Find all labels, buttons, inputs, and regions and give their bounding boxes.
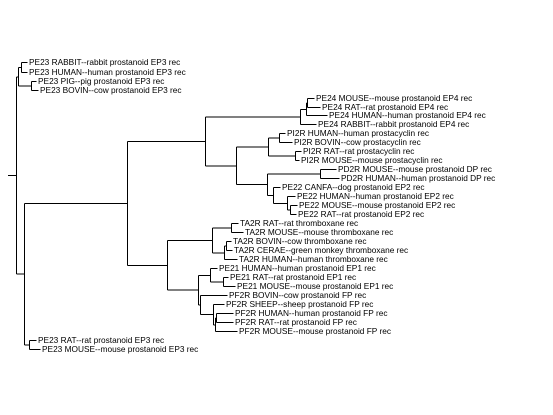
leaf-label-pf2r-bovin: PF2R BOVIN--cow prostanoid FP rec (229, 290, 366, 300)
tree-leaf-labels: PE23 RABBIT--rabbit prostanoid EP3 recPE… (29, 57, 495, 354)
leaf-label-pe22-human: PE22 HUMAN--human prostanoid EP2 rec (297, 191, 454, 201)
leaf-label-pd2r-mouse: PD2R MOUSE--mouse prostanoid DP rec (338, 164, 492, 174)
leaf-label-pe21-human: PE21 HUMAN--human prostanoid EP1 rec (219, 263, 376, 273)
leaf-label-pe22-canfa: PE22 CANFA--dog prostanoid EP2 rec (282, 182, 425, 192)
leaf-label-pe21-mouse: PE21 MOUSE--mouse prostanoid EP1 rec (237, 281, 393, 291)
leaf-label-ta2r-human: TA2R HUMAN--human thromboxane rec (239, 254, 388, 264)
leaf-label-pi2r-bovin: PI2R BOVIN--cow prostacyclin rec (294, 137, 421, 147)
leaf-label-pe24-mouse: PE24 MOUSE--mouse prostanoid EP4 rec (316, 93, 472, 103)
leaf-label-pe24-human: PE24 HUMAN--human prostanoid EP4 rec (329, 110, 486, 120)
leaf-label-pi2r-human: PI2R HUMAN--human prostacyclin rec (287, 128, 429, 138)
leaf-label-pe22-rat: PE22 RAT--rat prostanoid EP2 rec (298, 209, 424, 219)
leaf-label-pe22-mouse: PE22 MOUSE--mouse prostanoid EP2 rec (299, 200, 455, 210)
leaf-label-pf2r-sheep: PF2R SHEEP--sheep prostanoid FP rec (226, 299, 373, 309)
leaf-label-ta2r-cerae: TA2R CERAE--green monkey thromboxane rec (234, 245, 408, 255)
leaf-label-pe24-rabbit: PE24 RABBIT--rabbit prostanoid EP4 rec (318, 119, 469, 129)
leaf-label-pi2r-rat: PI2R RAT--rat prostacyclin rec (303, 146, 414, 156)
leaf-label-pe23-rabbit: PE23 RABBIT--rabbit prostanoid EP3 rec (29, 57, 180, 67)
leaf-label-pe21-rat: PE21 RAT--rat prostanoid EP1 rec (230, 272, 356, 282)
leaf-label-pe23-human: PE23 HUMAN--human prostanoid EP3 rec (29, 67, 186, 77)
leaf-label-pd2r-human: PD2R HUMAN--human prostanoid DP rec (341, 173, 495, 183)
leaf-label-pf2r-mouse: PF2R MOUSE--mouse prostanoid FP rec (239, 326, 391, 336)
leaf-label-ta2r-mouse: TA2R MOUSE--mouse thromboxane rec (245, 227, 393, 237)
leaf-label-pe24-rat: PE24 RAT--rat prostanoid EP4 rec (322, 102, 448, 112)
leaf-label-pe23-mouse: PE23 MOUSE--mouse prostanoid EP3 rec (42, 344, 198, 354)
leaf-label-pf2r-human: PF2R HUMAN--human prostanoid FP rec (235, 308, 387, 318)
leaf-label-ta2r-bovin: TA2R BOVIN--cow thromboxane rec (233, 236, 367, 246)
leaf-label-ta2r-rat: TA2R RAT--rat thromboxane rec (240, 218, 358, 228)
tree-branches (8, 62, 340, 350)
leaf-label-pe23-bovin: PE23 BOVIN--cow prostanoid EP3 rec (40, 85, 182, 95)
leaf-label-pe23-rat: PE23 RAT--rat prostanoid EP3 rec (38, 335, 164, 345)
leaf-label-pi2r-mouse: PI2R MOUSE--mouse prostacyclin rec (301, 155, 443, 165)
leaf-label-pf2r-rat: PF2R RAT--rat prostanoid FP rec (235, 317, 357, 327)
leaf-label-pe23-pig: PE23 PIG--pig prostanoid EP3 rec (38, 76, 164, 86)
